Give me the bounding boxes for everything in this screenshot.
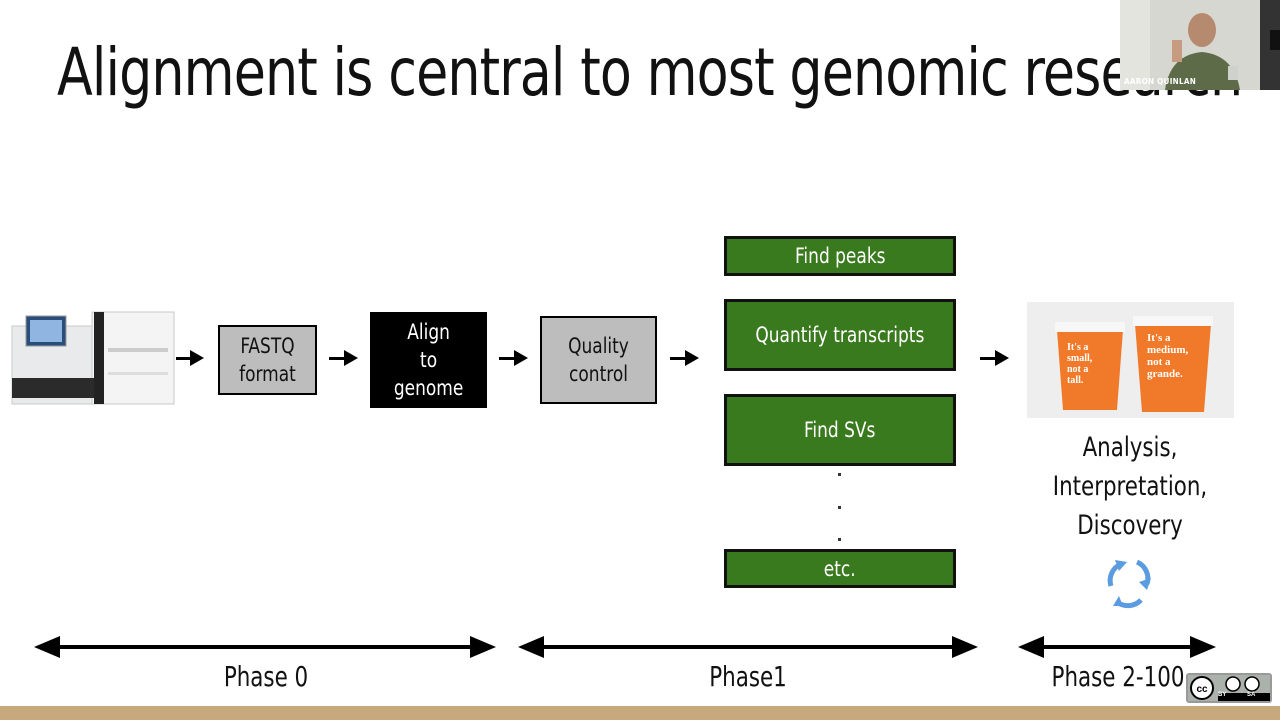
etc-box: etc. <box>724 549 956 588</box>
ellipsis-dot <box>838 473 841 476</box>
cc-icon <box>1190 676 1214 700</box>
phase1-label: Phase1 <box>709 660 787 693</box>
analysis-line1: Analysis, <box>1082 432 1178 463</box>
align-label-line2: to <box>419 348 438 372</box>
fastq-label-line1: FASTQ <box>240 334 295 358</box>
align-label-line1: Align <box>407 320 450 344</box>
presenter-image <box>1120 0 1280 90</box>
ellipsis-dot <box>838 538 841 541</box>
cc-license-badge: cc BY SA <box>1186 673 1272 703</box>
phase1-double-arrow <box>518 636 978 658</box>
cycle-arrows-icon <box>1107 559 1151 609</box>
slide-title: Alignment is central to most genomic res… <box>57 34 1243 111</box>
analysis-line3: Discovery <box>1077 510 1183 541</box>
arrow-3 <box>499 350 528 366</box>
fastq-format-box: FASTQ format <box>218 325 317 395</box>
phase2-double-arrow <box>1018 636 1216 658</box>
phase2-label: Phase 2-100 <box>1051 660 1185 693</box>
etc-label: etc. <box>824 556 856 581</box>
left-cup-text: It's a small, not a tall. <box>1067 342 1093 386</box>
arrow-5 <box>980 350 1009 366</box>
right-cup-text: It's a medium, not a grande. <box>1147 332 1189 380</box>
webcam-video: AARON QUINLAN <box>1120 0 1280 90</box>
coffee-cups-image: It's a small, not a tall. It's a medium,… <box>1027 302 1234 418</box>
quantify-transcripts-box: Quantify transcripts <box>724 299 956 371</box>
find-svs-label: Find SVs <box>804 418 876 442</box>
presenter-name: AARON QUINLAN <box>1124 77 1197 86</box>
sa-label: SA <box>1247 692 1256 698</box>
arrow-2 <box>329 350 358 366</box>
align-to-genome-box: Align to genome <box>370 312 487 408</box>
bottom-accent-bar <box>0 706 1280 720</box>
find-svs-box: Find SVs <box>724 394 956 466</box>
sa-icon <box>1244 676 1260 692</box>
sequencer-image <box>11 311 175 405</box>
phase0-double-arrow <box>34 636 496 658</box>
ellipsis-dot <box>838 506 841 509</box>
align-label-line3: genome <box>393 376 464 400</box>
find-peaks-box: Find peaks <box>724 236 956 276</box>
analysis-text: Analysis, Interpretation, Discovery <box>1030 428 1230 545</box>
quantify-transcripts-label: Quantify transcripts <box>755 323 925 347</box>
qc-label: Quality control <box>568 334 629 386</box>
arrow-4 <box>670 350 699 366</box>
arrow-1 <box>176 350 204 366</box>
find-peaks-label: Find peaks <box>794 244 886 268</box>
phase0-label: Phase 0 <box>223 660 309 693</box>
quality-control-box: Quality control <box>540 316 657 404</box>
svg-text:cc: cc <box>1196 684 1208 695</box>
by-icon <box>1225 676 1241 692</box>
by-label: BY <box>1218 692 1227 698</box>
analysis-line2: Interpretation, <box>1052 471 1208 502</box>
fastq-label-line2: format <box>239 362 296 386</box>
